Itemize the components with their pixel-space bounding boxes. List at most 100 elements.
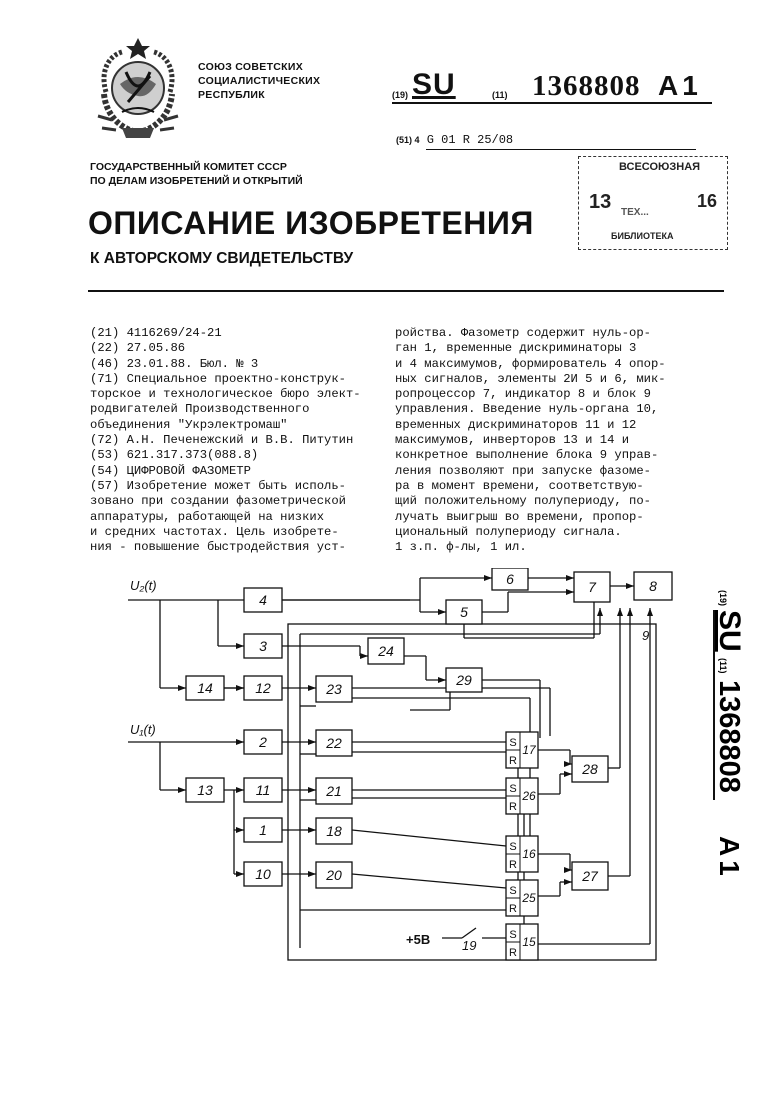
- ussr-emblem: [92, 32, 184, 144]
- block-label: 27: [581, 868, 599, 884]
- biblio-line: (21) 4116269/24-21: [90, 326, 222, 340]
- biblio-line: ния - повышение быстродействия уст-: [90, 540, 346, 555]
- library-stamp: ВСЕСОЮЗНАЯ 13 ТЕХ... 16 БИБЛИОТЕКА: [578, 156, 728, 250]
- block-6: [491, 567, 529, 591]
- block-label: 13: [197, 782, 213, 798]
- abstract-line: управления. Введение нуль-органа 10,: [395, 402, 659, 417]
- block-label: 6: [506, 571, 514, 587]
- document-title: ОПИСАНИЕ ИЗОБРЕТЕНИЯ: [88, 205, 534, 241]
- ipc-class: (51) 4 G 01 R 25/08: [396, 133, 696, 150]
- svg-text:S: S: [509, 783, 516, 795]
- block-28: [571, 755, 609, 783]
- block-4: [243, 587, 283, 613]
- block-label: 8: [649, 578, 657, 594]
- abstract-line: 1 з.п. ф-лы, 1 ил.: [395, 540, 527, 555]
- block-7: [573, 571, 611, 603]
- abstract-line: временных дискриминаторов 11 и 12: [395, 417, 637, 432]
- block-label: 14: [197, 680, 213, 696]
- block-11: [243, 777, 283, 803]
- block-2: [243, 729, 283, 755]
- abstract-line: циональный полупериоду сигнала.: [395, 524, 622, 539]
- biblio-line: торское и технологическое бюро элект-: [90, 387, 361, 402]
- committee-name: ГОСУДАРСТВЕННЫЙ КОМИТЕТ СССР ПО ДЕЛАМ ИЗ…: [90, 161, 303, 187]
- svg-text:25: 25: [521, 891, 536, 905]
- svg-text:R: R: [509, 801, 517, 813]
- block-29: [445, 667, 483, 693]
- biblio-line: родвигателей Производственного: [90, 402, 310, 417]
- biblio-line: (46) 23.01.88. Бюл. № 3: [90, 356, 259, 371]
- biblio-line: (72) А.Н. Печенежский и В.В. Питутин: [90, 433, 354, 448]
- block-20: [315, 861, 353, 889]
- svg-text:15: 15: [522, 935, 536, 949]
- block-label: 21: [325, 783, 342, 799]
- block-5: [445, 599, 483, 625]
- biblio-line: (71) Специальное проектно-конструк-: [90, 371, 346, 386]
- biblio-line: (53) 621.317.373(088.8): [90, 448, 259, 463]
- block-label: 5: [460, 604, 468, 620]
- block-diagram: 4 3 14 12 2 13 11 1 10 6 5 7 8 24 29 23 …: [110, 567, 710, 993]
- code-11: (11): [492, 90, 508, 100]
- country-code: SU: [412, 68, 456, 101]
- abstract-line: ган 1, временные дискриминаторы 3: [395, 341, 637, 356]
- block-27: [571, 861, 609, 891]
- block-8: [633, 571, 673, 601]
- block-13: [185, 777, 225, 803]
- block-label: 10: [255, 866, 271, 882]
- biblio-line: и средних частотах. Цель изобрете-: [90, 524, 339, 539]
- block-label: 3: [259, 638, 267, 654]
- svg-text:1368808: 1368808: [713, 680, 745, 793]
- document-subtitle: К АВТОРСКОМУ СВИДЕТЕЛЬСТВУ: [90, 250, 354, 267]
- block-1: [243, 817, 283, 843]
- block-label: 20: [325, 867, 342, 883]
- block-label: 4: [259, 592, 267, 608]
- block-18: [315, 817, 353, 845]
- svg-text:26: 26: [521, 789, 536, 803]
- svg-text:S: S: [509, 885, 516, 897]
- block-label: 1: [259, 822, 267, 838]
- block-21: [315, 777, 353, 805]
- supply-label: +5В: [406, 932, 430, 947]
- block-3: [243, 633, 283, 659]
- abstract-line: щий положительному полупериоду, по-: [395, 494, 651, 509]
- block-9-label: 9: [642, 628, 649, 643]
- document-kind: A1: [658, 70, 702, 101]
- svg-text:S: S: [509, 737, 516, 749]
- block-22: [315, 729, 353, 757]
- input-u2-label: U₂(t): [130, 578, 157, 593]
- block-label: 7: [588, 579, 597, 595]
- svg-text:S: S: [509, 929, 516, 941]
- svg-text:R: R: [509, 859, 517, 871]
- block-10: [243, 861, 283, 887]
- block-label: 22: [325, 735, 342, 751]
- block-label: 29: [455, 672, 472, 688]
- input-u1-label: U₁(t): [130, 722, 156, 737]
- block-label: 11: [256, 782, 271, 798]
- block-label: 18: [326, 823, 342, 839]
- abstract-line: и 4 максимумов, формирователь 4 опор-: [395, 356, 666, 371]
- patent-number-block: (19) SU (11) 1368808 A1: [392, 68, 722, 104]
- header-divider: [88, 290, 724, 292]
- abstract-text: ройства. Фазометр содержит нуль-ор- ган …: [395, 326, 666, 555]
- abstract-line: лучать выигрыш во времени, пропор-: [395, 509, 644, 524]
- svg-text:(11): (11): [718, 658, 728, 674]
- abstract-line: ропроцессор 7, индикатор 8 и блок 9: [395, 387, 651, 402]
- svg-text:R: R: [509, 755, 517, 767]
- side-patent-number: (19) SU (11) 1368808 A1: [706, 590, 766, 910]
- abstract-line: ройства. Фазометр содержит нуль-ор-: [395, 326, 651, 340]
- svg-text:(19): (19): [718, 590, 728, 606]
- biblio-line: аппаратуры, работающей на низких: [90, 509, 325, 524]
- patent-number: 1368808: [532, 70, 641, 102]
- svg-text:17: 17: [522, 743, 537, 757]
- block-12: [243, 675, 283, 701]
- abstract-line: конкретное выполнение блока 9 управ-: [395, 448, 659, 463]
- block-14: [185, 675, 225, 701]
- block-24: [367, 637, 405, 665]
- biblio-line: зовано при создании фазометрической: [90, 494, 346, 509]
- switch-label: 19: [462, 938, 476, 953]
- abstract-line: ления позволяют при запуске фазоме-: [395, 463, 651, 478]
- svg-text:16: 16: [522, 847, 536, 861]
- biblio-line: (22) 27.05.86: [90, 341, 186, 356]
- biblio-line: (54) ЦИФРОВОЙ ФАЗОМЕТР: [90, 463, 251, 478]
- svg-text:R: R: [509, 947, 517, 959]
- svg-text:A1: A1: [714, 836, 745, 880]
